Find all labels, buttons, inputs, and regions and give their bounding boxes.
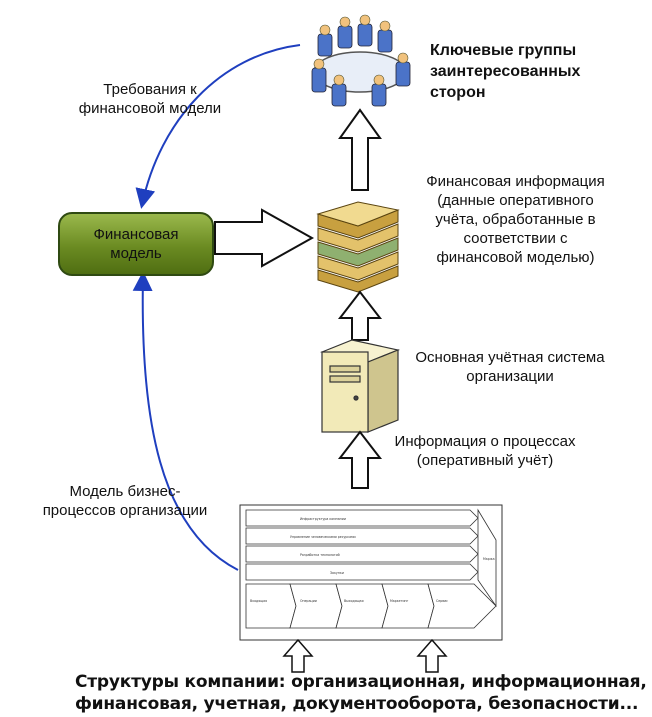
financial-info-label: Финансовая информация (данные оперативно… [408,172,623,267]
svg-text:Разработка технологий: Разработка технологий [300,553,340,557]
accounting-system-line: организации [466,368,554,385]
up-arrow-to-server [337,430,383,489]
business-model-curve-arrow [132,271,239,571]
svg-text:Выходящая: Выходящая [344,599,364,603]
financial-info-line: финансовой моделью) [436,249,595,266]
svg-text:Закупки: Закупки [330,571,344,575]
svg-text:Входящая: Входящая [250,599,267,603]
svg-text:Управление человеческими ресур: Управление человеческими ресурсами [290,535,356,539]
process-info-label: Информация о процессах (оперативный учёт… [385,432,585,470]
business-model-line: Модель бизнес- [69,483,181,500]
business-model-label: Модель бизнес- процессов организации [30,482,220,520]
requirements-line: Требования к [103,81,197,98]
svg-text:Маржа: Маржа [483,557,495,561]
stakeholders-line: заинтересованных [430,63,581,80]
structures-caption-line-1: Структуры компании: организационная, инф… [75,672,647,692]
accounting-system-label: Основная учётная система организации [410,348,610,386]
up-arrow-to-stakeholders [338,108,382,191]
financial-info-line: соответствии с [463,230,568,247]
structures-caption-line-2: финансовая, учетная, документооборота, б… [75,694,639,714]
financial-info-line: (данные оперативного [437,192,594,209]
model-box-line: модель [110,245,162,262]
requirements-line: финансовой модели [78,100,222,117]
svg-text:Сервис: Сервис [436,599,448,603]
financial-info-line: учёта, обработанные в [435,211,596,228]
svg-text:Инфраструктура компании: Инфраструктура компании [300,517,346,521]
requirements-label: Требования к финансовой модели [70,80,230,118]
stakeholders-label: Ключевые группы заинтересованных сторон [430,40,580,103]
process-info-line: (оперативный учёт) [416,452,554,469]
up-arrow-right-structures [416,638,448,673]
up-arrow-to-financial-info [337,290,383,341]
svg-text:Маркетинг: Маркетинг [390,599,409,603]
stakeholders-line: сторон [430,84,486,101]
value-chain-diagram-icon: Инфраструктура компании Управление челов… [239,504,503,641]
financial-info-line: Финансовая информация [426,173,605,190]
business-model-line: процессов организации [42,502,208,519]
up-arrow-left-structures [282,638,314,673]
document-stack-icon [316,201,400,293]
svg-text:Операции: Операции [300,599,317,603]
model-box-line: Финансовая [93,226,179,243]
requirements-curve-arrow [135,44,301,209]
financial-model-box: Финансовая модель [58,212,214,276]
accounting-system-line: Основная учётная система [415,349,605,366]
stakeholders-line: Ключевые группы [430,42,577,59]
server-icon [319,339,401,433]
right-arrow-to-financial-info [214,208,315,268]
process-info-line: Информация о процессах [394,433,576,450]
meeting-group-icon [311,14,411,107]
